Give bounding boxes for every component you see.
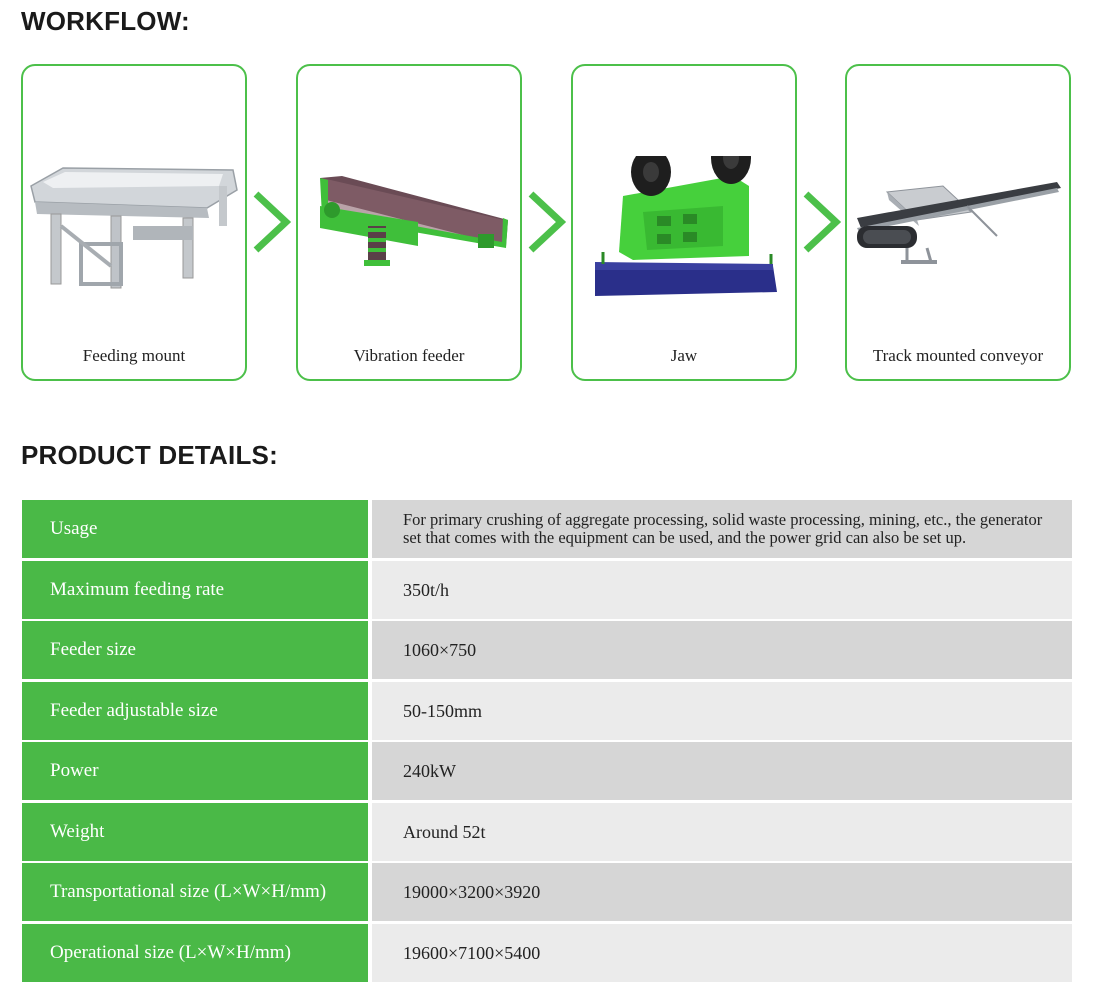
row-label: Feeder adjustable size [22, 681, 368, 740]
chevron-right-icon [253, 191, 292, 253]
workflow-step-jaw: Jaw [571, 64, 797, 381]
row-value: 1060×750 [372, 621, 1072, 679]
table-row: Maximum feeding rate 350t/h [22, 560, 1072, 619]
product-details-table: Usage For primary crushing of aggregate … [22, 500, 1072, 984]
table-row: Feeder size 1060×750 [22, 621, 1072, 679]
jaw-crusher-machine-icon [595, 156, 777, 296]
row-value: 240kW [372, 742, 1072, 800]
track-conveyor-machine-icon [857, 182, 1061, 264]
workflow-step-track-conveyor: Track mounted conveyor [845, 64, 1071, 381]
product-details-heading: PRODUCT DETAILS: [21, 440, 278, 470]
chevron-right-icon [528, 191, 567, 253]
table-row: Transportational size (L×W×H/mm) 19000×3… [22, 863, 1072, 921]
row-value: For primary crushing of aggregate proces… [372, 500, 1072, 558]
chevron-right-icon [803, 191, 842, 253]
row-label: Transportational size (L×W×H/mm) [22, 863, 368, 921]
row-label: Maximum feeding rate [22, 560, 368, 619]
workflow-heading: WORKFLOW: [21, 6, 190, 36]
row-value: 50-150mm [372, 681, 1072, 740]
table-row: Feeder adjustable size 50-150mm [22, 681, 1072, 740]
workflow-step-label: Feeding mount [82, 346, 186, 365]
row-label: Usage [22, 500, 368, 558]
table-row: Operational size (L×W×H/mm) 19600×7100×5… [22, 923, 1072, 982]
table-row: Usage For primary crushing of aggregate … [22, 500, 1072, 558]
table-row: Weight Around 52t [22, 802, 1072, 861]
workflow-step-label: Vibration feeder [353, 346, 465, 365]
row-value: Around 52t [372, 802, 1072, 861]
row-label: Feeder size [22, 621, 368, 679]
row-label: Power [22, 742, 368, 800]
workflow-step-vibration-feeder: Vibration feeder [296, 64, 522, 381]
row-label: Weight [22, 802, 368, 861]
row-label: Operational size (L×W×H/mm) [22, 923, 368, 982]
workflow-step-label: Jaw [670, 346, 698, 365]
row-value: 350t/h [372, 560, 1072, 619]
workflow-step-label: Track mounted conveyor [872, 346, 1044, 365]
table-row: Power 240kW [22, 742, 1072, 800]
workflow-step-feeding-mount: Feeding mount [21, 64, 247, 381]
row-value: 19000×3200×3920 [372, 863, 1072, 921]
row-value: 19600×7100×5400 [372, 923, 1072, 982]
feeding-mount-machine-icon [30, 167, 238, 289]
vibration-feeder-machine-icon [320, 176, 508, 266]
